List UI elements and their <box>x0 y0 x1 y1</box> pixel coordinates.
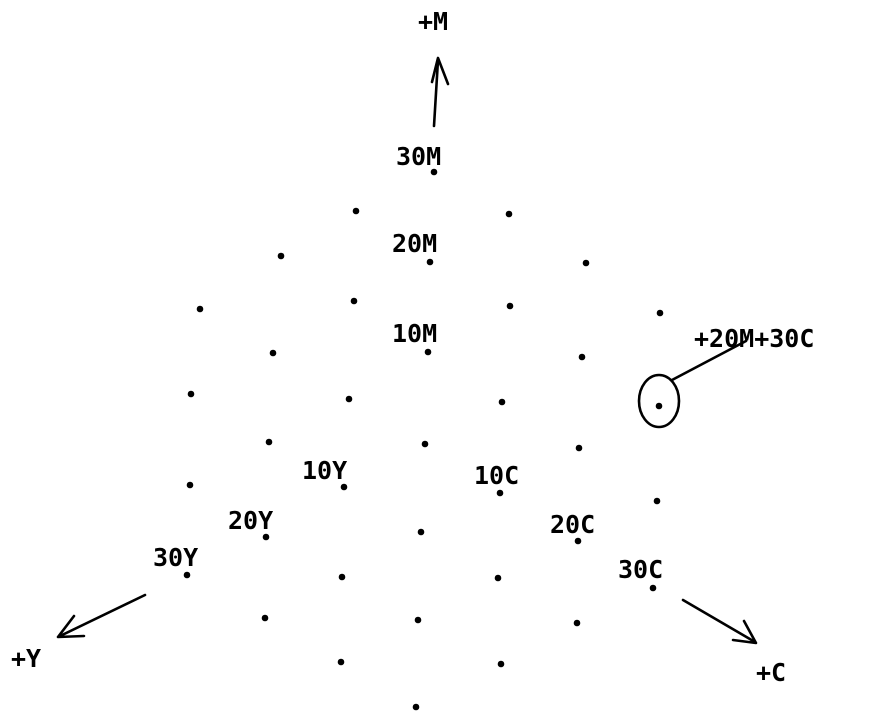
step-label-m-30: 30M <box>396 142 441 171</box>
grid-dot <box>497 660 505 668</box>
callout-circle <box>637 373 681 429</box>
grid-dot <box>575 444 583 452</box>
grid-dot <box>350 297 358 305</box>
grid-dot <box>183 571 191 579</box>
grid-dot <box>506 302 514 310</box>
step-label-c-30: 30C <box>618 555 663 584</box>
grid-dot <box>337 658 345 666</box>
grid-dot <box>421 440 429 448</box>
grid-dot <box>269 349 277 357</box>
grid-dot <box>424 348 432 356</box>
axis-label-y: +Y <box>11 644 41 673</box>
axis-arrow-c <box>681 598 758 645</box>
grid-dot <box>496 489 504 497</box>
grid-dot <box>430 168 438 176</box>
grid-dot <box>653 497 661 505</box>
grid-dot <box>494 574 502 582</box>
grid-dot <box>196 305 204 313</box>
grid-dot <box>426 258 434 266</box>
grid-dot <box>578 353 586 361</box>
callout-leader-line <box>670 339 748 382</box>
grid-dot <box>265 438 273 446</box>
grid-dot <box>656 309 664 317</box>
grid-dot <box>340 483 348 491</box>
axis-label-m: +M <box>418 7 448 36</box>
grid-dot <box>352 207 360 215</box>
step-label-y-30: 30Y <box>153 543 198 572</box>
grid-dot <box>277 252 285 260</box>
callout-label: +20M+30C <box>694 324 814 353</box>
grid-dot <box>261 614 269 622</box>
grid-dot <box>262 533 270 541</box>
step-label-y-20: 20Y <box>228 506 273 535</box>
grid-dots <box>183 168 664 711</box>
grid-dot <box>574 537 582 545</box>
step-label-c-10: 10C <box>474 461 519 490</box>
grid-dot <box>414 616 422 624</box>
axis-arrow-m <box>430 56 450 128</box>
axis-label-c: +C <box>756 658 786 687</box>
step-label-m-20: 20M <box>392 229 437 258</box>
step-label-y-10: 10Y <box>302 456 347 485</box>
grid-dot <box>573 619 581 627</box>
grid-dot <box>187 390 195 398</box>
grid-dot <box>649 584 657 592</box>
grid-dot <box>412 703 420 711</box>
grid-dot <box>417 528 425 536</box>
grid-dot <box>582 259 590 267</box>
grid-dot <box>345 395 353 403</box>
step-label-c-20: 20C <box>550 510 595 539</box>
axis-arrow-y <box>56 593 147 639</box>
grid-dot <box>338 573 346 581</box>
callout-dot <box>655 402 663 410</box>
grid-dot <box>498 398 506 406</box>
grid-dot <box>186 481 194 489</box>
callout-marker <box>637 339 748 429</box>
step-label-m-10: 10M <box>392 319 437 348</box>
grid-dot <box>505 210 513 218</box>
